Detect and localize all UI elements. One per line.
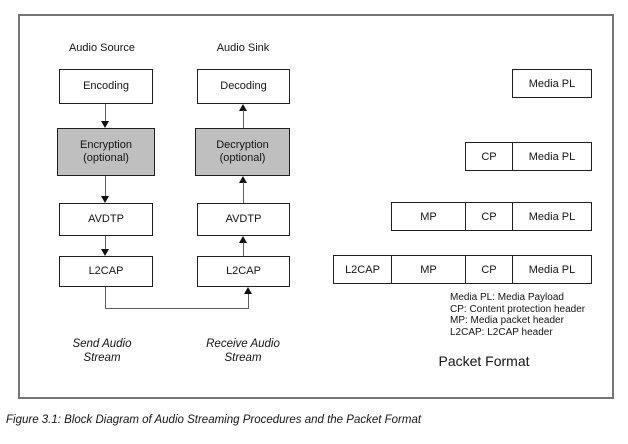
figure-caption: Figure 3.1: Block Diagram of Audio Strea… xyxy=(6,414,422,426)
packet-legend: Media PL: Media Payload CP: Content prot… xyxy=(450,292,585,338)
up-arrowhead-icon xyxy=(239,176,247,183)
legend-line-media-pl: Media PL: Media Payload xyxy=(450,292,564,303)
encoding-to-encryption-arrow-line xyxy=(105,104,106,122)
up-arrowhead-icon xyxy=(239,236,247,243)
up-arrowhead-icon xyxy=(244,287,252,294)
encryption-to-avdtp-arrow-line xyxy=(105,176,106,197)
cp-cell: CP xyxy=(465,255,513,284)
media-pl-cell: Media PL xyxy=(512,202,592,231)
l2cap-cell: L2CAP xyxy=(333,255,392,284)
encoding-box: Encoding xyxy=(59,69,153,104)
avdtp-to-l2cap-arrow-line xyxy=(105,236,106,250)
mp-cell: MP xyxy=(391,202,466,231)
cp-cell: CP xyxy=(465,142,513,171)
packet-row-cp-media: CP Media PL xyxy=(465,142,592,171)
down-arrowhead-icon xyxy=(101,196,109,203)
legend-line-cp: CP: Content protection header xyxy=(450,303,586,315)
l2cap-receive-box: L2CAP xyxy=(197,256,290,287)
down-arrowhead-icon xyxy=(101,249,109,256)
l2cap-connector-down-line xyxy=(105,287,106,309)
legend-line-mp: MP: Media packet header xyxy=(450,315,564,326)
l2cap-send-box: L2CAP xyxy=(59,256,153,287)
media-pl-cell: Media PL xyxy=(512,69,592,98)
audio-sink-heading: Audio Sink xyxy=(216,42,270,54)
media-pl-cell: Media PL xyxy=(512,142,592,171)
packet-format-title: Packet Format xyxy=(438,353,530,369)
avdtp-to-decryption-arrow-line xyxy=(243,182,244,203)
decryption-to-decoding-arrow-line xyxy=(243,110,244,128)
packet-row-mp-cp-media: MP CP Media PL xyxy=(391,202,592,231)
mp-cell: MP xyxy=(391,255,466,284)
l2cap-to-avdtp-arrow-line xyxy=(243,242,244,256)
decoding-box: Decoding xyxy=(197,69,290,104)
l2cap-connector-up-line xyxy=(248,293,249,308)
receive-audio-stream-label: Receive Audio Stream xyxy=(206,338,280,364)
media-pl-cell: Media PL xyxy=(512,255,592,284)
avdtp-send-box: AVDTP xyxy=(59,203,153,236)
avdtp-receive-box: AVDTP xyxy=(197,203,290,236)
encryption-optional-box: Encryption (optional) xyxy=(57,128,155,176)
packet-row-media-only: Media PL xyxy=(512,69,592,98)
audio-source-heading: Audio Source xyxy=(68,42,136,54)
up-arrowhead-icon xyxy=(239,104,247,111)
l2cap-connector-across-line xyxy=(105,308,249,309)
packet-row-l2cap-mp-cp-media: L2CAP MP CP Media PL xyxy=(333,255,592,284)
send-audio-stream-label: Send Audio Stream xyxy=(72,338,132,364)
down-arrowhead-icon xyxy=(101,121,109,128)
legend-line-l2cap: L2CAP: L2CAP header xyxy=(450,326,553,338)
decryption-optional-box: Decryption (optional) xyxy=(195,128,290,176)
cp-cell: CP xyxy=(465,202,513,231)
